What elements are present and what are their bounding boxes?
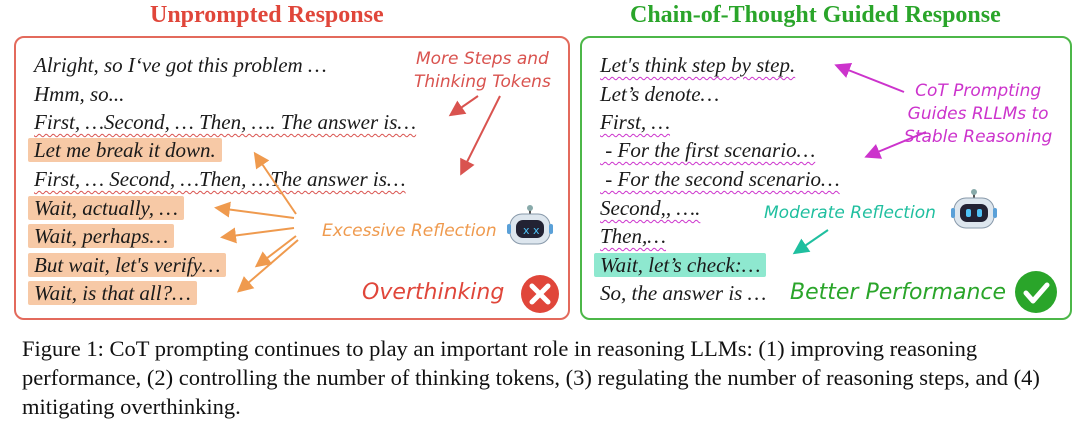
title-unprompted: Unprompted Response [150,2,384,28]
robot-icon [951,189,997,229]
right-line-9: So, the answer is … [600,281,767,305]
check-icon [1015,271,1057,313]
left-line-7: Wait, perhaps… [28,224,175,248]
svg-text:x: x [523,224,530,237]
arrow-moderate [792,229,829,255]
right-line-2: Let’s denote… [600,82,720,106]
left-line-9: Wait, is that all?… [28,281,197,305]
arrow-steps-1 [448,95,479,117]
arrow-reflection-4 [254,235,297,268]
outcome-better-performance: Better Performance [790,280,1007,305]
left-line-6: Wait, actually, … [28,196,184,220]
arrow-reflection-3 [220,227,295,244]
right-line-5: - For the second scenario… [600,167,840,191]
annotation-moderate-reflection: Moderate Reflection [764,203,936,223]
title-cot-guided: Chain-of-Thought Guided Response [630,2,1001,28]
arrow-cot-2 [864,131,927,159]
right-line-6: Second,, …. [600,196,701,220]
right-line-7: Then,… [600,224,666,248]
left-line-5: First, … Second, …Then, …The answer is… [34,167,406,191]
arrow-reflection-5 [236,239,299,293]
right-line-8: Wait, let’s check:… [594,253,767,277]
right-line-4: - For the first scenario… [600,138,816,162]
arrow-cot-1 [834,62,905,93]
right-line-1: Let's think step by step. [600,53,796,77]
left-line-8: But wait, let's verify… [28,253,227,277]
arrow-reflection-1 [253,151,297,215]
left-line-3: First, …Second, … Then, …. The answer is… [34,110,417,134]
annotation-excessive-reflection: Excessive Reflection [322,221,497,241]
svg-text:x: x [533,224,540,237]
right-line-3: First, … [600,110,671,134]
cross-icon [521,275,559,313]
figure-caption: Figure 1: CoT prompting continues to pla… [22,336,1040,419]
arrow-steps-2 [460,95,501,176]
annotation-more-steps: More Steps and Thinking Tokens [414,49,551,92]
robot-icon: x x [507,205,553,245]
arrow-reflection-2 [214,201,295,219]
annotation-cot-prompting: CoT Prompting Guides RLLMs to Stable Rea… [904,81,1053,147]
left-line-1: Alright, so I‘ve got this problem … [34,53,327,77]
outcome-overthinking: Overthinking [362,280,505,305]
left-line-4: Let me break it down. [28,138,222,162]
left-line-2: Hmm, so... [34,82,125,106]
